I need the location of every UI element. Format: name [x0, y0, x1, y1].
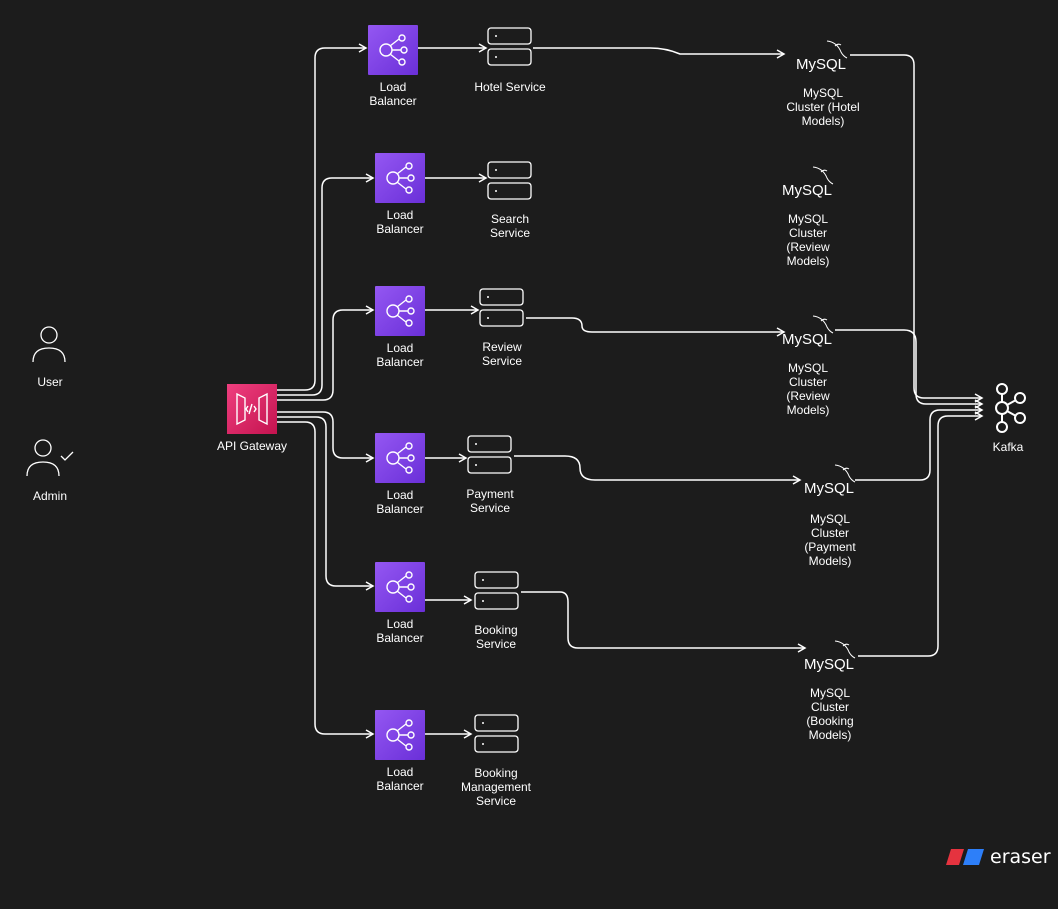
- admin-icon: [26, 439, 74, 477]
- edge-booking-db: [521, 591, 807, 653]
- mysql-payment-label: MySQL Cluster (Payment Models): [804, 512, 856, 568]
- kafka-icon: [995, 383, 1026, 433]
- mysql-hotel-node[interactable]: MySQL: [793, 38, 853, 82]
- hotel-service-label: Hotel Service: [474, 80, 546, 94]
- edge-db1-kafka: [850, 54, 984, 403]
- edge-db5-kafka: [858, 411, 984, 657]
- api-gateway-icon: [236, 392, 268, 426]
- load-balancer-5-label: Load Balancer: [376, 617, 424, 645]
- mysql-logo-text: MySQL: [804, 656, 854, 673]
- payment-service-label: Payment Service: [466, 487, 514, 515]
- search-service-node[interactable]: [487, 161, 533, 200]
- edge-gateway-lb2: [277, 173, 375, 396]
- edge-db4-kafka: [855, 405, 984, 481]
- edge-hotel-db: [533, 47, 786, 59]
- mysql-booking-label: MySQL Cluster (Booking Models): [806, 686, 854, 742]
- server-icon: [479, 288, 524, 327]
- mysql-icon: MySQL: [804, 640, 856, 673]
- mysql-hotel-label: MySQL Cluster (Hotel Models): [786, 86, 860, 128]
- load-balancer-6-label: Load Balancer: [376, 765, 424, 793]
- mysql-review-node-2[interactable]: MySQL: [779, 313, 839, 357]
- review-service-label: Review Service: [481, 340, 522, 368]
- server-icon: [487, 27, 532, 66]
- mysql-logo-text: MySQL: [804, 480, 854, 497]
- load-balancer-5[interactable]: [375, 562, 425, 612]
- edge-gateway-lb1: [277, 43, 368, 391]
- mysql-logo-text: MySQL: [782, 182, 832, 199]
- load-balancer-2[interactable]: [375, 153, 425, 203]
- mysql-review-label-1: MySQL Cluster (Review Models): [786, 212, 830, 268]
- mysql-logo-text: MySQL: [796, 56, 846, 73]
- load-balancer-3[interactable]: [375, 286, 425, 336]
- load-balancer-1-label: Load Balancer: [369, 80, 417, 108]
- mysql-review-label-2: MySQL Cluster (Review Models): [786, 361, 830, 417]
- mysql-payment-node[interactable]: MySQL: [801, 462, 861, 506]
- mysql-icon: MySQL: [796, 40, 848, 73]
- kafka-node[interactable]: [984, 381, 1032, 435]
- server-icon: [487, 161, 532, 200]
- mysql-review-node-1[interactable]: MySQL: [779, 164, 839, 208]
- user-label: User: [37, 375, 63, 389]
- admin-label: Admin: [32, 489, 67, 503]
- load-balancer-4[interactable]: [375, 433, 425, 483]
- mysql-logo-text: MySQL: [782, 331, 832, 348]
- load-balancer-1[interactable]: [368, 25, 418, 75]
- mysql-icon: MySQL: [782, 166, 834, 199]
- search-service-label: Search Service: [489, 212, 530, 240]
- load-balancer-icon: [386, 295, 415, 327]
- mysql-booking-node[interactable]: MySQL: [801, 638, 861, 682]
- server-icon: [474, 571, 519, 610]
- booking-service-label: Booking Service: [474, 623, 518, 651]
- api-gateway-node[interactable]: [227, 384, 277, 434]
- payment-service-node[interactable]: [467, 435, 513, 474]
- server-icon: [474, 714, 519, 753]
- mysql-icon: MySQL: [804, 464, 856, 497]
- load-balancer-icon: [386, 162, 415, 194]
- booking-service-node[interactable]: [474, 571, 520, 610]
- edge-gateway-lb6: [277, 421, 375, 739]
- review-service-node[interactable]: [479, 288, 525, 327]
- load-balancer-icon: [386, 719, 415, 751]
- edge-review-db: [526, 317, 786, 337]
- eraser-logo-icon: [946, 849, 984, 865]
- booking-management-service-node[interactable]: [474, 714, 520, 753]
- kafka-label: Kafka: [992, 440, 1024, 454]
- load-balancer-6[interactable]: [375, 710, 425, 760]
- edge-gateway-lb4: [277, 411, 375, 463]
- hotel-service-node[interactable]: [487, 27, 533, 66]
- edge-payment-db: [514, 455, 802, 485]
- user-icon: [32, 326, 66, 363]
- mysql-icon: MySQL: [782, 315, 834, 348]
- load-balancer-3-label: Load Balancer: [376, 341, 424, 369]
- eraser-wordmark: eraser: [990, 846, 1051, 868]
- load-balancer-icon: [386, 571, 415, 603]
- load-balancer-4-label: Load Balancer: [376, 488, 424, 516]
- load-balancer-2-label: Load Balancer: [376, 208, 424, 236]
- edge-db3-kafka: [835, 329, 984, 409]
- edge-gateway-lb3: [277, 305, 375, 401]
- edge-gateway-lb5: [277, 416, 375, 591]
- load-balancer-icon: [386, 442, 415, 474]
- booking-management-service-label: Booking Management Service: [460, 766, 532, 808]
- api-gateway-label: API Gateway: [216, 439, 288, 453]
- load-balancer-icon: [379, 34, 408, 66]
- server-icon: [467, 435, 512, 474]
- eraser-brand[interactable]: eraser: [946, 846, 1051, 868]
